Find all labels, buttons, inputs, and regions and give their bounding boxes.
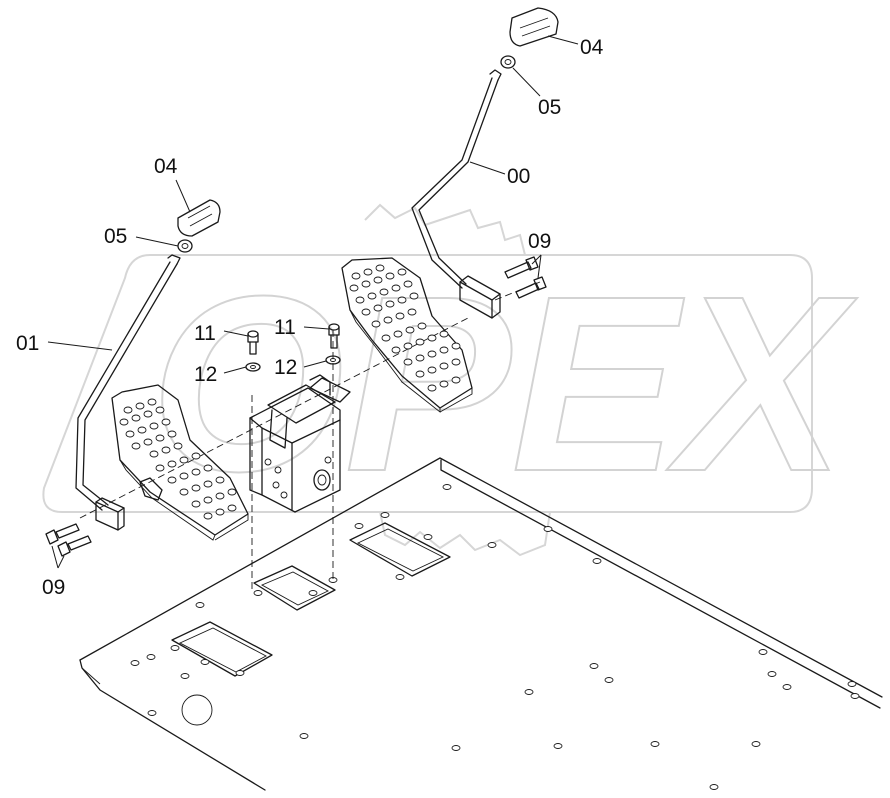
callout-04-right: 04 <box>580 36 604 59</box>
right-lever <box>411 69 502 319</box>
left-pedal-plate <box>111 384 249 541</box>
bolts-09-right <box>504 256 547 299</box>
knob-right <box>509 7 559 47</box>
callout-05-left: 05 <box>104 225 127 248</box>
callout-11-right: 11 <box>274 316 296 339</box>
callout-09-right: 09 <box>528 230 551 253</box>
watermark-text: OPEX <box>150 244 858 523</box>
left-pedal-grip-holes <box>119 398 237 520</box>
bolt-right <box>328 323 340 349</box>
callout-12-left: 12 <box>194 363 217 386</box>
watermark: OPEX <box>42 203 859 557</box>
callout-04-left: 04 <box>154 155 178 178</box>
nut-right <box>500 55 516 69</box>
callout-11-left: 11 <box>194 322 216 345</box>
knob-left <box>177 199 221 237</box>
bolt-left <box>247 330 259 355</box>
callout-01: 01 <box>16 332 39 355</box>
floor-holes <box>130 484 860 790</box>
washer-right <box>325 355 341 365</box>
right-pedal-plate <box>309 257 473 413</box>
left-lever <box>75 254 181 531</box>
callout-12-right: 12 <box>274 356 297 379</box>
callout-labels: 04 05 00 09 04 05 01 11 11 12 12 09 <box>16 36 604 599</box>
floor-plate <box>79 457 883 791</box>
callout-00: 00 <box>507 165 530 188</box>
leader-lines <box>47 35 579 569</box>
right-pedal-grip-holes <box>349 264 461 392</box>
pedal-valve <box>249 374 341 513</box>
callout-05-right: 05 <box>538 96 561 119</box>
bolts-09-left <box>45 523 92 557</box>
callout-09-left: 09 <box>42 576 65 599</box>
